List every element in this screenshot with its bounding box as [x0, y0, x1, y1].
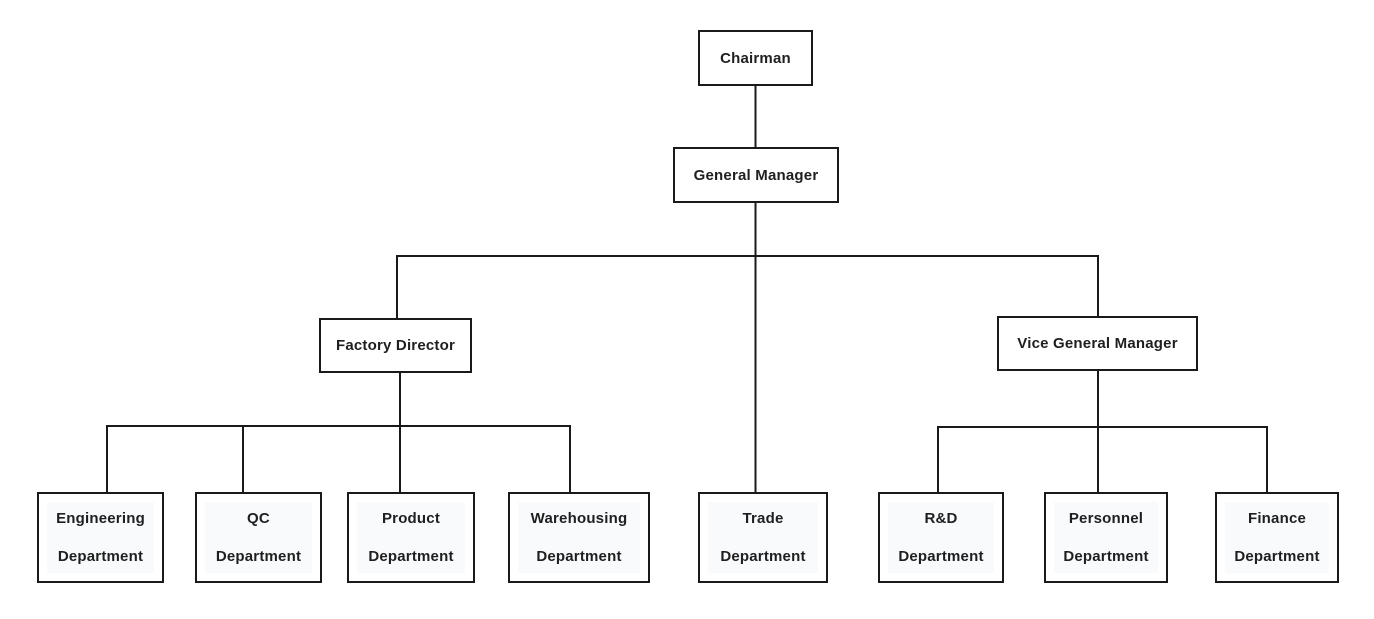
node-label-line1: Warehousing	[530, 510, 628, 527]
node-label: Factory Director	[335, 337, 456, 354]
node-personnel-department: Personnel Department	[1044, 492, 1168, 583]
node-label-line1: R&D	[924, 510, 958, 527]
node-finance-department: Finance Department	[1215, 492, 1339, 583]
node-label: Vice General Manager	[1017, 335, 1178, 352]
node-label-block: Product Department	[357, 502, 465, 573]
node-label-line1: Personnel	[1068, 510, 1144, 527]
node-label-line2: Department	[536, 548, 622, 565]
node-label-block: Warehousing Department	[518, 502, 640, 573]
node-label-line2: Department	[368, 548, 454, 565]
node-label-line2: Department	[215, 548, 302, 565]
node-engineering-department: Engineering Department	[37, 492, 164, 583]
node-label-line1: Product	[381, 510, 441, 527]
node-label-line1: Finance	[1247, 510, 1307, 527]
node-label-line1: Trade	[742, 510, 784, 527]
node-label-block: R&D Department	[888, 502, 994, 573]
node-vice-general-manager: Vice General Manager	[997, 316, 1198, 371]
node-product-department: Product Department	[347, 492, 475, 583]
node-general-manager: General Manager	[673, 147, 839, 203]
node-rnd-department: R&D Department	[878, 492, 1004, 583]
node-label-line1: QC	[247, 510, 270, 527]
node-label-line2: Department	[1063, 548, 1149, 565]
node-warehousing-department: Warehousing Department	[508, 492, 650, 583]
node-qc-department: QC Department	[195, 492, 322, 583]
node-label-line2: Department	[57, 548, 144, 565]
node-label-block: Trade Department	[708, 502, 818, 573]
node-label: Chairman	[720, 49, 791, 67]
node-label-block: QC Department	[205, 502, 312, 573]
node-label: General Manager	[693, 166, 819, 184]
node-label-block: Personnel Department	[1054, 502, 1158, 573]
node-label-line1: Engineering	[56, 510, 145, 527]
node-label-line2: Department	[720, 548, 806, 565]
node-label-line2: Department	[898, 548, 984, 565]
node-label-block: Engineering Department	[47, 502, 154, 573]
node-chairman: Chairman	[698, 30, 813, 86]
node-label-block: Finance Department	[1225, 502, 1329, 573]
node-label-line2: Department	[1234, 548, 1320, 565]
node-trade-department: Trade Department	[698, 492, 828, 583]
node-factory-director: Factory Director	[319, 318, 472, 373]
